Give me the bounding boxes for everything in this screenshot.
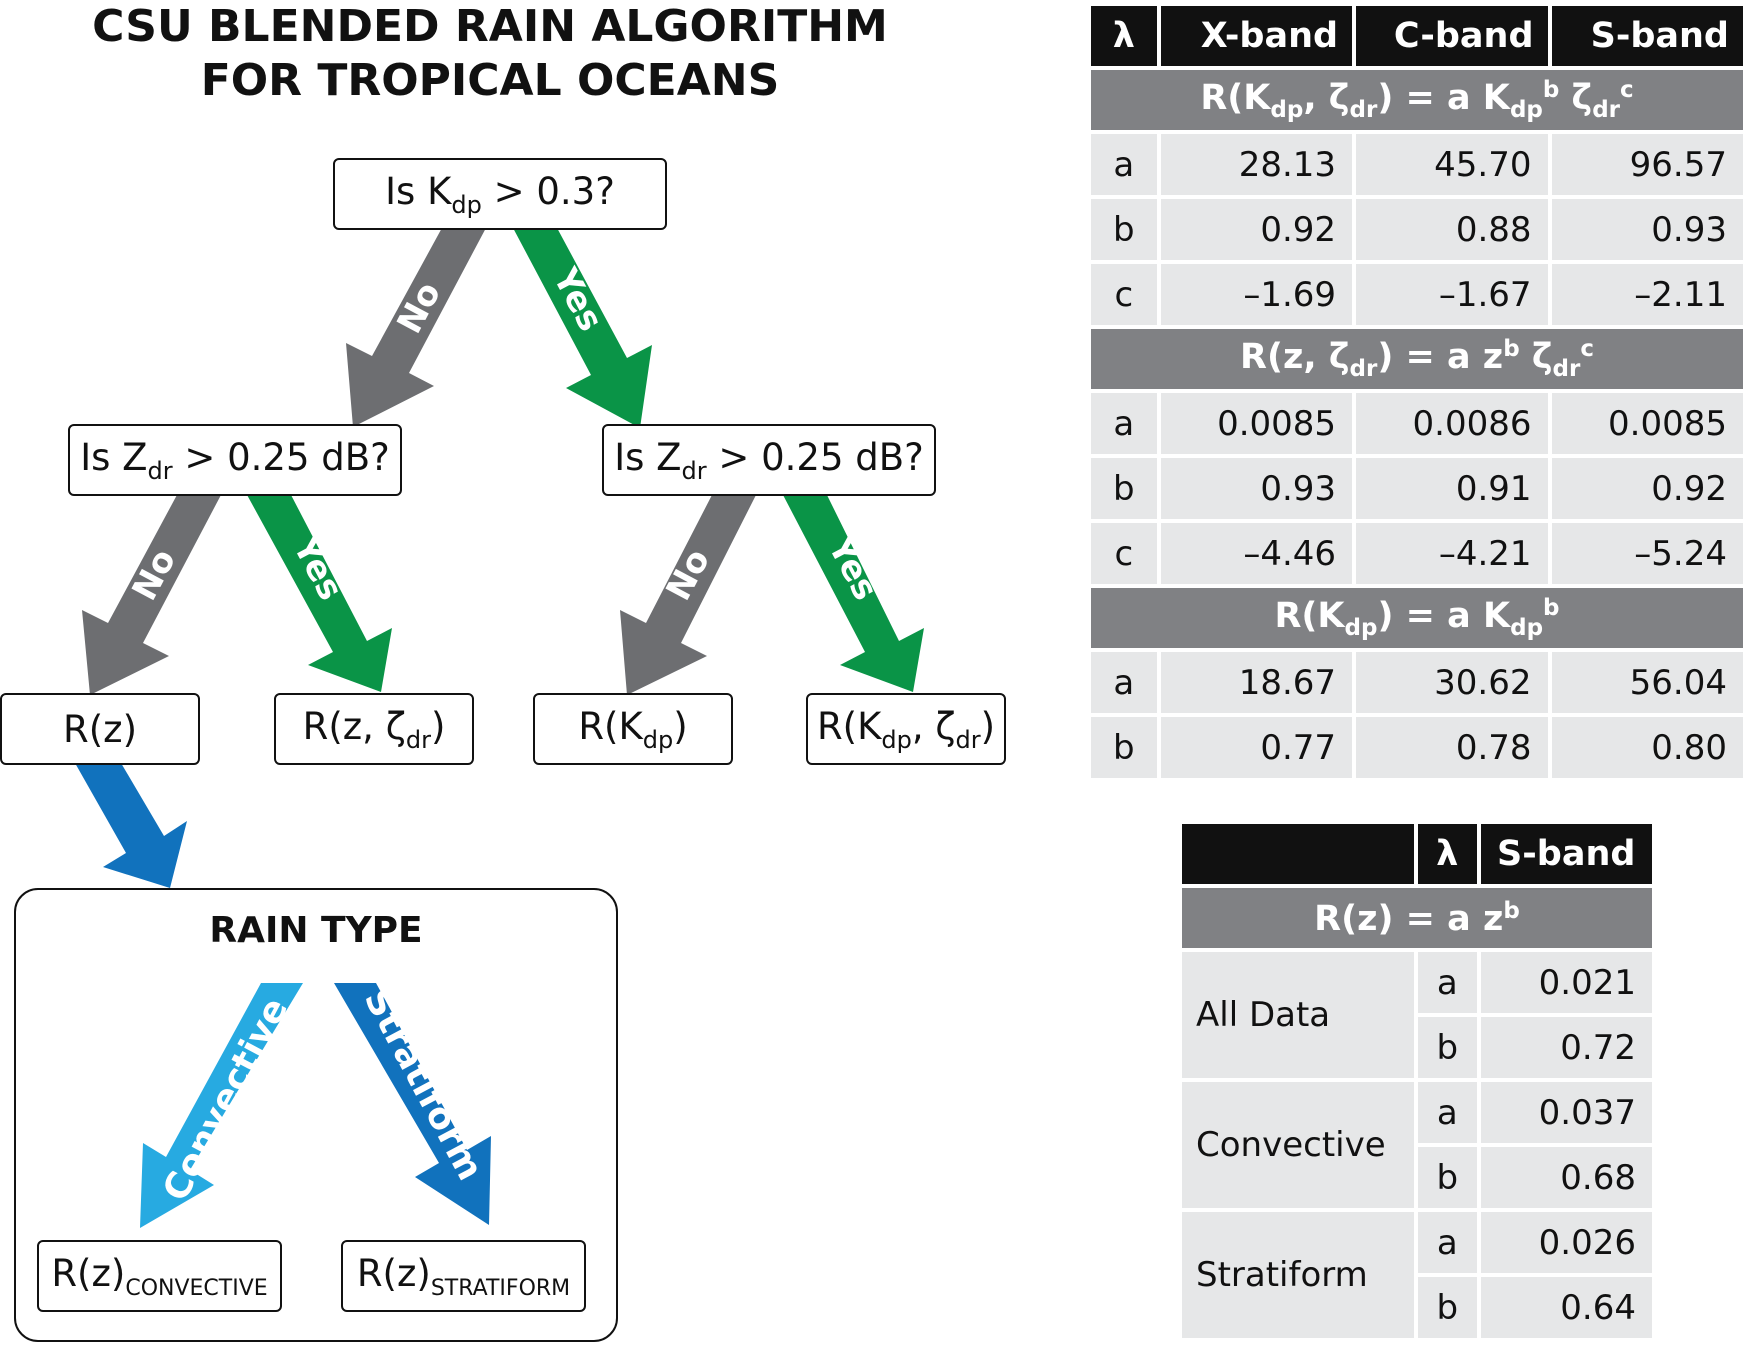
table-row: All Data a 0.021	[1182, 952, 1652, 1078]
rain-type-panel: RAIN TYPE	[14, 888, 618, 1342]
diagram-title: CSU BLENDED RAIN ALGORITHM FOR TROPICAL …	[40, 0, 940, 108]
table1-header-row: λ X-band C-band S-band	[1091, 6, 1743, 66]
header-lambda: λ	[1091, 6, 1157, 66]
leaf-rz-convective: R(z)CONVECTIVE	[37, 1240, 282, 1312]
right-yes-arrow: Yes	[782, 493, 924, 692]
left-question-text: Is Zdr > 0.25 dB?	[80, 435, 390, 485]
header-c-band: C-band	[1356, 6, 1548, 66]
root-question-text: Is Kdp > 0.3?	[385, 169, 615, 219]
coefficients-table: λ X-band C-band S-band R(Kdp, ζdr) = a K…	[1087, 2, 1745, 782]
rz-to-raintype-arrow	[75, 763, 187, 888]
right-question-text: Is Zdr > 0.25 dB?	[614, 435, 924, 485]
equation-rkdp-zdr: R(Kdp, ζdr) = a Kdpb ζdrc	[1091, 70, 1743, 130]
table-row: b 0.72	[1182, 1017, 1652, 1078]
group-all-data: All Data	[1182, 952, 1414, 1078]
title-line-1: CSU BLENDED RAIN ALGORITHM	[92, 1, 888, 52]
right-no-arrow: No	[620, 493, 757, 695]
left-yes-arrow: Yes	[246, 493, 392, 692]
table-row: Stratiform a 0.026	[1182, 1212, 1652, 1338]
table-row: c–4.46–4.21–5.24	[1091, 523, 1743, 584]
header-x-band: X-band	[1160, 6, 1353, 66]
table-row: c–1.69–1.67–2.11	[1091, 264, 1743, 325]
title-line-2: FOR TROPICAL OCEANS	[200, 55, 780, 106]
leaf-rz-stratiform: R(z)STRATIFORM	[341, 1240, 586, 1312]
root-yes-arrow: Yes	[512, 226, 652, 428]
right-question-box: Is Zdr > 0.25 dB?	[602, 424, 936, 496]
equation-rkdp: R(Kdp) = a Kdpb	[1091, 588, 1743, 648]
table-row: b 0.68	[1182, 1147, 1652, 1208]
leaf-rkdp-zdr: R(Kdp, ζdr)	[806, 693, 1006, 765]
left-no-arrow: No	[82, 493, 222, 695]
header-blank	[1182, 824, 1414, 884]
header-s-band: S-band	[1480, 824, 1652, 884]
header-lambda: λ	[1418, 824, 1477, 884]
root-no-arrow: No	[346, 226, 487, 427]
left-question-box: Is Zdr > 0.25 dB?	[68, 424, 402, 496]
rain-type-table: λ S-band R(z) = a zb All Data a 0.021 b …	[1178, 820, 1656, 1342]
header-s-band: S-band	[1551, 6, 1743, 66]
table-row: Convective a 0.037	[1182, 1082, 1652, 1208]
leaf-rz: R(z)	[0, 693, 200, 765]
group-stratiform: Stratiform	[1182, 1212, 1414, 1338]
rain-type-title: RAIN TYPE	[209, 910, 423, 951]
equation-rz-zdr: R(z, ζdr) = a zb ζdrc	[1091, 329, 1743, 389]
root-question-box: Is Kdp > 0.3?	[333, 158, 667, 230]
table-row: b 0.64	[1182, 1277, 1652, 1338]
equation-rz: R(z) = a zb	[1182, 888, 1652, 948]
leaf-rz-zdr: R(z, ζdr)	[274, 693, 474, 765]
leaf-rkdp: R(Kdp)	[533, 693, 733, 765]
table2-header-row: λ S-band	[1182, 824, 1652, 884]
group-convective: Convective	[1182, 1082, 1414, 1208]
